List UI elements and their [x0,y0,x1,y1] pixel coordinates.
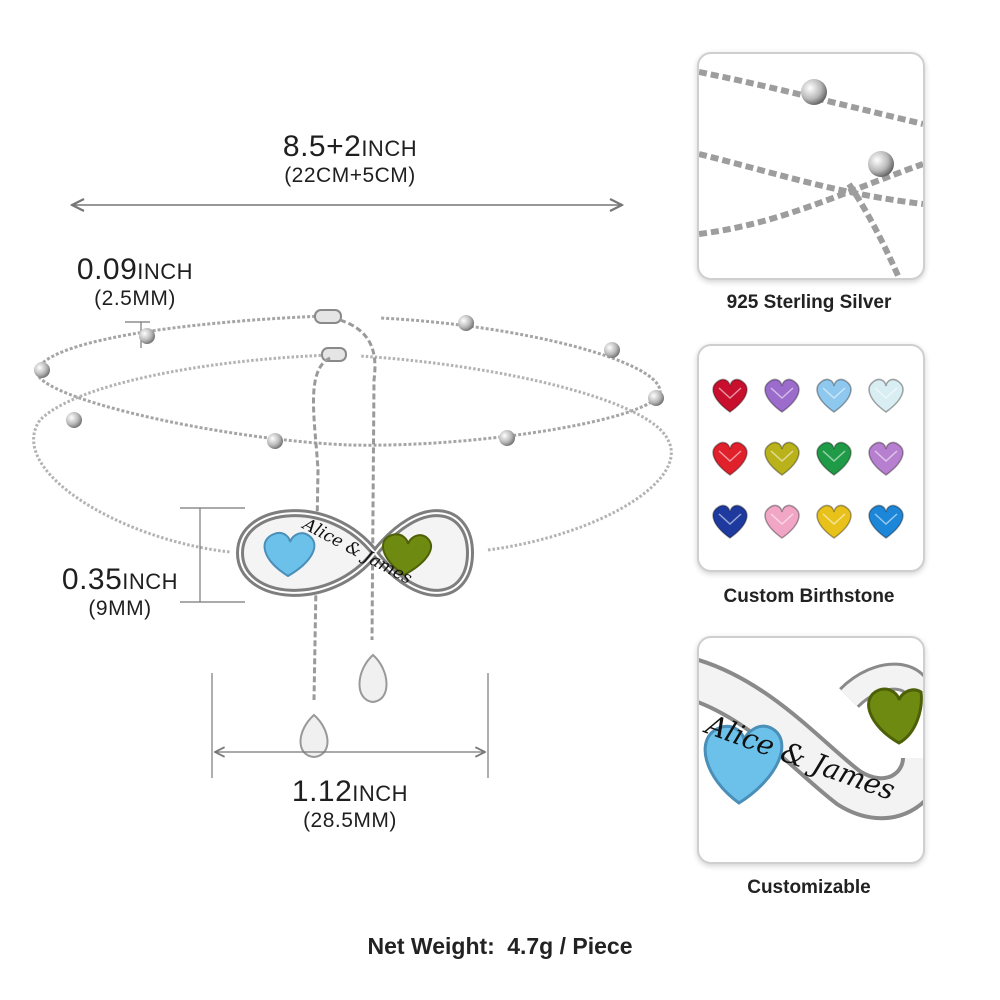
clasps [314,309,347,362]
closeup-right-stone [867,687,923,745]
pendant-height-label: 0.35INCH (9MM) [45,563,195,621]
sterling-silver-panel [697,52,925,280]
birthstone-heart [764,441,800,476]
engraving-closeup-image [699,658,923,821]
chain-width-label: 0.09INCH (2.5MM) [60,253,210,311]
birthstone-heart [712,378,748,413]
birthstone-heart [764,504,800,539]
birthstone-heart [816,504,852,539]
customizable-caption: Customizable [747,877,871,898]
pendant-height-value: 0.35 [61,563,123,596]
birthstone-heart [868,441,904,476]
closeup-left-stone [703,724,784,805]
net-weight-label: Net Weight: [367,933,495,959]
chain-width-value: 0.09 [76,253,138,286]
length-unit: INCH [361,136,418,161]
left-heart-stone [263,532,316,578]
chain-beads [34,315,664,449]
birthstone-heart [868,378,904,413]
pendant-height-unit: INCH [122,569,179,594]
birthstone-heart [712,504,748,539]
birthstone-heart [816,441,852,476]
length-metric: (22CM+5CM) [284,164,416,187]
length-label: 8.5+2INCH (22CM+5CM) [245,130,455,188]
chain-width-unit: INCH [137,259,194,284]
bracelet-illustration: Alice & James [32,0,673,778]
birthstone-heart [816,378,852,413]
birthstone-heart [712,441,748,476]
chain-closeup-image [699,69,923,278]
extender-chains [312,318,377,701]
pendant-width-unit: INCH [352,781,409,806]
pendant-width-value: 1.12 [291,775,353,808]
birthstone-panel [697,344,925,572]
pendant-height-metric: (9MM) [88,597,152,620]
right-heart-stone [382,533,432,577]
net-weight: Net Weight: 4.7g / Piece [0,933,1000,960]
birthstone-caption: Custom Birthstone [723,586,895,607]
chain-width-metric: (2.5MM) [94,287,176,310]
sterling-silver-caption: 925 Sterling Silver [726,292,892,313]
birthstone-heart [868,504,904,539]
birthstone-heart [764,378,800,413]
pendant-width-label: 1.12INCH (28.5MM) [270,775,430,833]
infinity-pendant: Alice & James [235,509,475,597]
net-weight-value: 4.7g / Piece [507,933,633,959]
customizable-panel: Alice & James [697,636,925,864]
upper-chain [35,314,662,447]
length-value: 8.5+2 [282,130,362,163]
lower-chain [32,353,673,554]
pendant-width-metric: (28.5MM) [303,809,397,832]
